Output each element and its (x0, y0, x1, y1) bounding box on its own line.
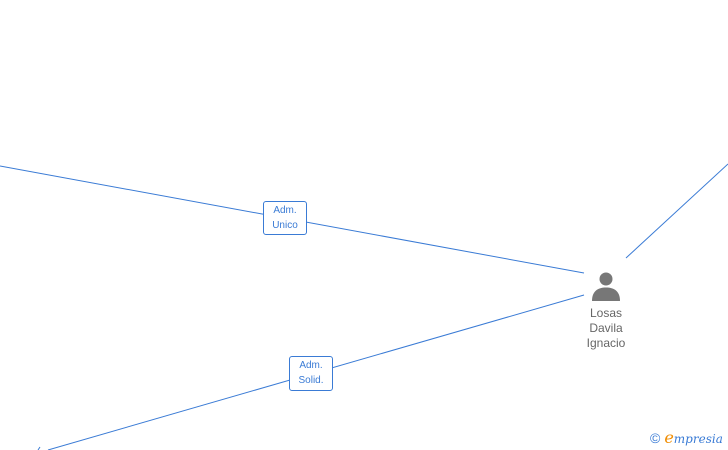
person-name-line: Losas (589, 306, 623, 320)
relation-label-line: Adm. (273, 205, 297, 216)
person-icon (592, 272, 620, 301)
relation-label-line: Adm. (299, 360, 323, 371)
person-name: Losas Davila Ignacio (574, 306, 638, 351)
brand-logo-initial: e (664, 428, 674, 447)
person-name-line: Ignacio (586, 336, 626, 350)
relation-label-line: Unico (272, 220, 298, 231)
copyright-icon: © (650, 430, 661, 446)
relation-label-adm-solid[interactable]: Adm. Solid. (289, 356, 333, 391)
brand-watermark: ©empresia (650, 428, 723, 448)
person-node[interactable]: Losas Davila Ignacio (574, 270, 638, 351)
relation-label-line: Solid. (298, 375, 324, 386)
person-name-line: Davila (589, 321, 623, 335)
relation-label-adm-unico[interactable]: Adm. Unico (263, 201, 307, 235)
brand-logo-text: mpresia (673, 432, 723, 446)
edge-upper-right (625, 163, 728, 259)
